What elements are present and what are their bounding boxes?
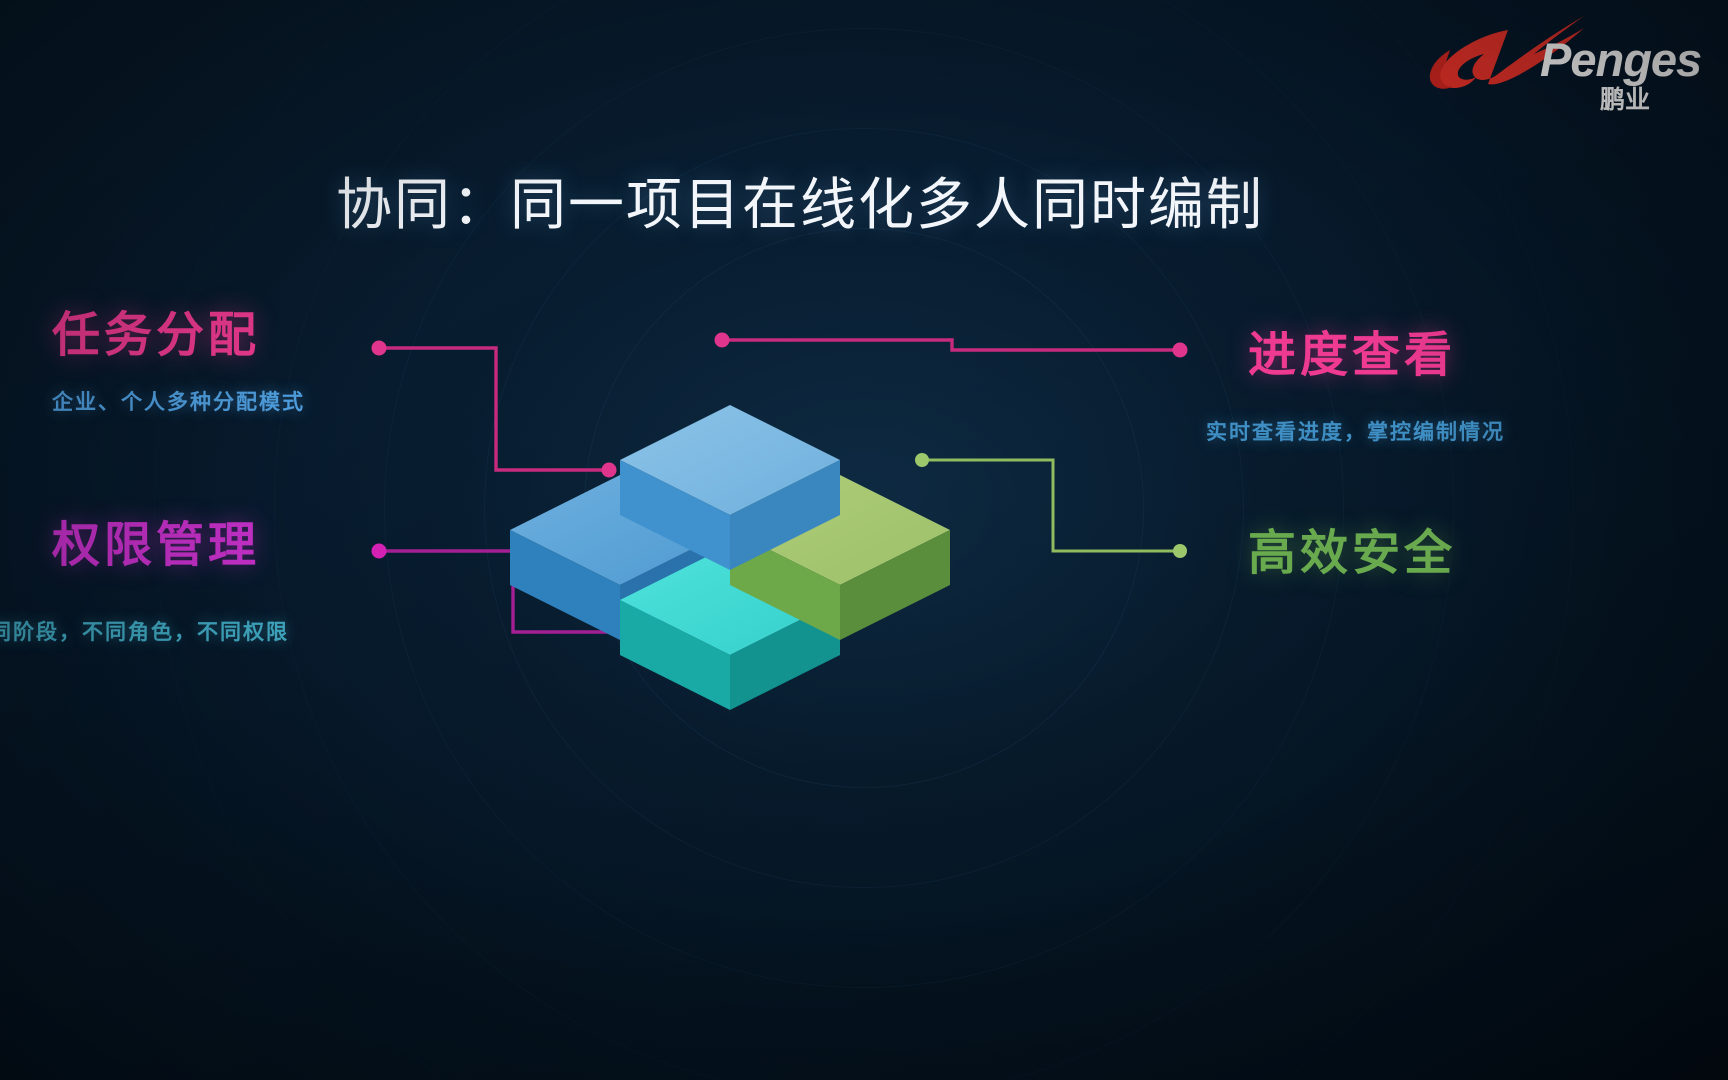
feature-subtitle-task-assignment: 企业、个人多种分配模式: [52, 391, 305, 414]
feature-title-task-assignment: 任务分配: [52, 309, 261, 362]
connector-dot-outer: [371, 543, 387, 559]
feature-subtitle-progress-view: 实时查看进度，掌控编制情况: [1206, 421, 1505, 444]
logo-wordmark: Penges: [1540, 33, 1702, 86]
connector-dot-outer: [1173, 544, 1187, 558]
page-title: 协同：同一项目在线化多人同时编制: [336, 173, 1264, 236]
isometric-block-diagram: [510, 405, 950, 710]
logo-cn-mark: 鹏业: [1600, 86, 1651, 114]
feature-title-progress-view: 进度查看: [1248, 329, 1457, 382]
pengesoft-logo: Penges 鹏业: [1388, 4, 1728, 114]
feature-title-efficient-secure: 高效安全: [1248, 527, 1457, 580]
feature-title-permission-management: 权限管理: [52, 519, 261, 572]
feature-subtitle-permission-management: 同阶段，不同角色，不同权限: [0, 621, 289, 644]
connector-dot-outer: [1172, 342, 1188, 358]
connector-dot-outer: [371, 340, 387, 356]
